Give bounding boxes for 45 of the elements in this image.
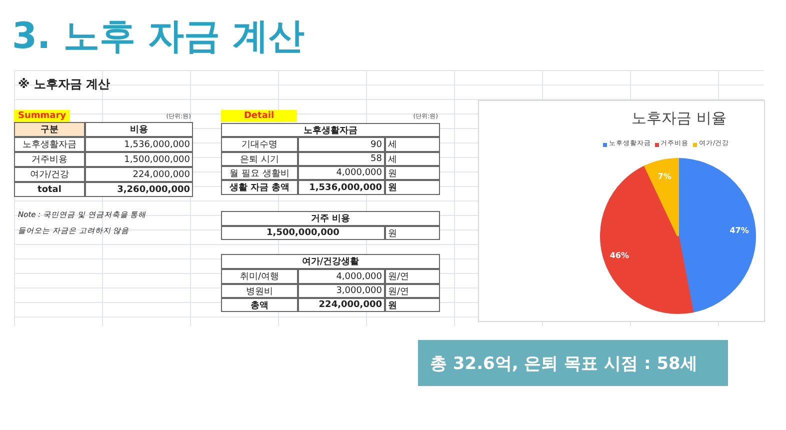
table-cell: 구분 [14,122,85,137]
table-cell: 기대수명 [221,137,298,152]
chart-title: 노후자금 비율 [630,109,728,129]
table-cell: 취미/여행 [221,269,298,284]
table-cell: Detail [221,110,297,122]
table-cell: 은퇴 시기 [221,152,298,166]
data-label: 7% [658,172,672,181]
data-label: 46% [610,251,629,260]
table-cell: 여가/건강 [14,167,85,182]
table-cell: 세 [385,152,440,166]
table-cell: 거주비용 [14,152,85,167]
table-cell: 58 [298,152,385,166]
table-cell: 1,536,000,000 [298,180,385,195]
sheet-heading: ※ 노후자금 계산 [17,76,112,92]
data-label: 47% [730,226,749,236]
table-cell: 생활 자금 총액 [221,180,298,195]
table-cell: 1,536,000,000 [85,137,193,152]
table-cell: 원 [385,180,440,195]
table-cell: 3,260,000,000 [85,182,193,197]
table-cell: 224,000,000 [298,298,385,312]
table-cell: 1,500,000,000 [221,226,385,240]
table-cell: 1,500,000,000 [85,152,193,167]
table-cell: 224,000,000 [85,167,193,182]
table-cell: 총액 [221,298,298,312]
table-cell: 여가/건강생활 [221,254,440,269]
table-cell: 세 [385,137,440,152]
table-cell: 거주 비용 [221,211,440,226]
table-cell: total [14,182,85,197]
page-title: 3. 노후 자금 계산 [12,15,304,59]
table-cell: 90 [298,137,385,152]
table-cell: 원/연 [385,284,440,298]
table-cell: 월 필요 생활비 [221,166,298,180]
table-cell: 원 [385,226,440,240]
table-cell: 노후생활자금 [221,123,440,137]
summary-banner: 총 32.6억, 은퇴 목표 시점 : 58세 [418,340,728,386]
table-cell: 원 [385,166,440,180]
table-cell: 원 [385,298,440,312]
table-cell: 4,000,000 [298,269,385,284]
table-cell: 노후생활자금 [14,137,85,152]
table-cell: Summary [14,110,70,122]
table-cell: 4,000,000 [298,166,385,180]
table-cell: 병원비 [221,284,298,298]
table-cell: 3,000,000 [298,284,385,298]
table-cell: 비용 [85,122,193,137]
table-cell: 원/연 [385,269,440,284]
